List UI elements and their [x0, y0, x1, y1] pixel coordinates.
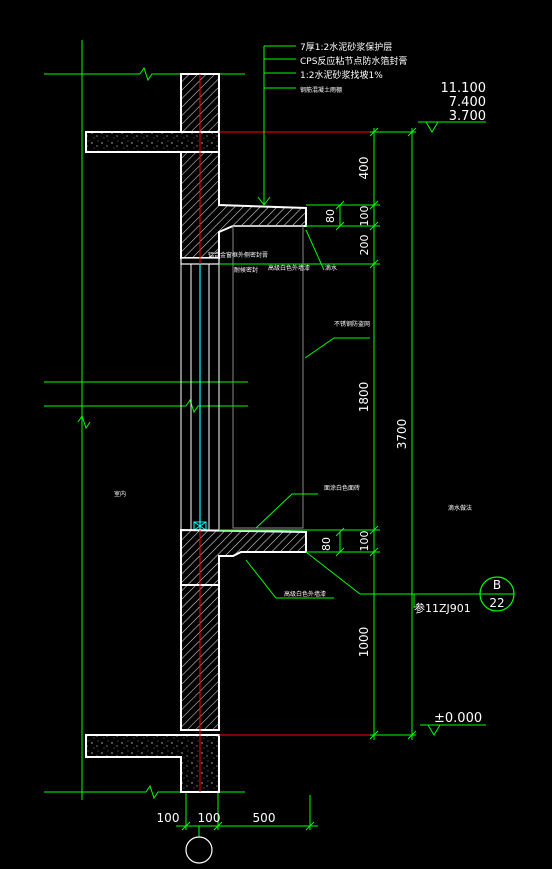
callout-layer-3: 1:2水泥砂浆找坡1%: [300, 69, 383, 81]
dim-400: 400: [357, 157, 371, 180]
paint-bottom-note: 高级白色外墙漆: [284, 590, 326, 598]
dim-h2: 100: [198, 811, 221, 825]
steel-rail-note: 不锈钢防盗网: [334, 320, 370, 328]
dimension-texts: 400 80 100 200 1800 100 80 1000 3700 100…: [157, 157, 409, 825]
dim-200: 200: [358, 235, 371, 256]
paint-top-note: 高级白色外墙漆: [268, 264, 310, 272]
dimension-lines: [181, 121, 486, 831]
paint-mid-note: 面涂白色面砖: [324, 484, 360, 492]
detail-reference: B 22 参11ZJ901: [414, 578, 505, 615]
elevation-labels: 11.100 7.400 3.700 ±0.000: [434, 81, 486, 726]
notes: 铝合金窗框外侧密封膏 耐候密封 高级白色外墙漆 滴水 不锈钢防盗网 面涂白色面砖…: [114, 251, 472, 598]
detail-ref-bottom: 22: [489, 596, 504, 610]
dim-h3: 500: [253, 811, 276, 825]
elevation-low: 3.700: [449, 109, 486, 124]
elevation-ground: ±0.000: [434, 711, 482, 726]
dim-h1: 100: [157, 811, 180, 825]
dim-1000: 1000: [357, 627, 371, 658]
wall-structure: [85, 73, 307, 793]
steel-rail-panel: [232, 225, 304, 529]
dim-1800: 1800: [357, 382, 371, 413]
layer-callouts: 7厚1:2水泥砂浆保护层 CPS反应粘节点防水箔封膏 1:2水泥砂浆找坡1% 钢…: [300, 41, 407, 94]
dim-100-bottom: 100: [358, 531, 371, 552]
callout-layer-1: 7厚1:2水泥砂浆保护层: [300, 41, 392, 53]
callout-layer-4: 钢筋混凝土雨棚: [300, 86, 342, 94]
axis-bubble: [185, 836, 213, 864]
elevation-mid: 7.400: [449, 95, 486, 110]
drip-top-note: 滴水: [325, 264, 337, 272]
detail-ref-standard: 参11ZJ901: [414, 601, 471, 615]
outdoor-label: 滴水做法: [448, 504, 472, 512]
glass-note: 铝合金窗框外侧密封膏: [208, 251, 268, 259]
dim-80-top: 80: [324, 209, 337, 223]
leader-lines: [245, 45, 485, 608]
callout-layer-2: CPS反应粘节点防水箔封膏: [300, 55, 407, 67]
dim-total: 3700: [395, 419, 409, 450]
dim-100-top: 100: [358, 206, 371, 227]
seal-note: 耐候密封: [234, 266, 258, 274]
detail-ref-top: B: [493, 578, 501, 592]
indoor-label: 室内: [114, 490, 126, 498]
elevation-top: 11.100: [441, 81, 487, 96]
elevation-lines: [199, 74, 412, 792]
dim-80-bottom: 80: [320, 537, 333, 551]
